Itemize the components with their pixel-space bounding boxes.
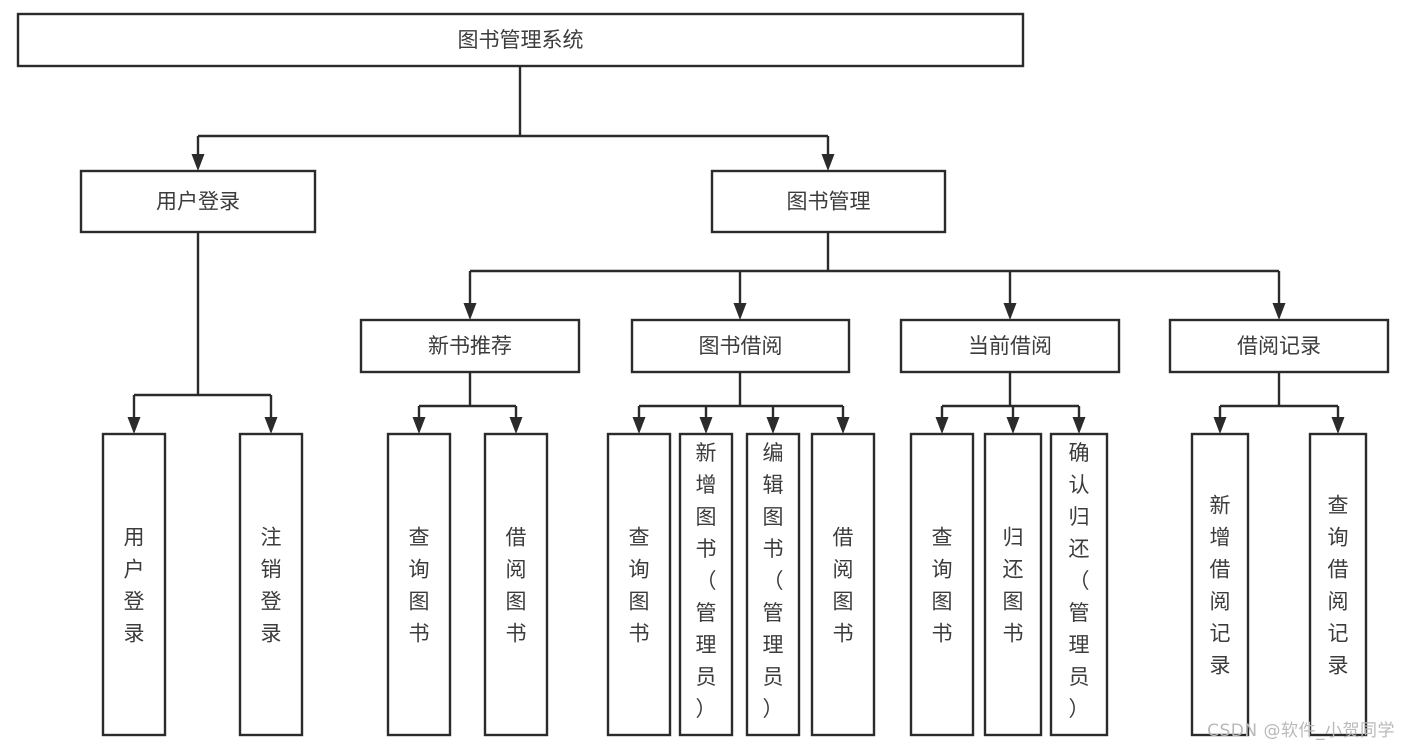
node-leaf-user-logout[interactable]: 注销登录 [238, 432, 304, 737]
node-root[interactable]: 图书管理系统 [16, 12, 1025, 68]
connector-layer [127, 66, 1345, 434]
node-layer: 图书管理系统用户登录图书管理新书推荐图书借阅当前借阅借阅记录用户登录注销登录查询… [16, 12, 1390, 737]
node-leaf-return-book[interactable]: 归还图书 [983, 432, 1043, 737]
node-leaf-query-borrow-record-label: 查询借阅记录 [1328, 494, 1349, 678]
node-borrow-record-label: 借阅记录 [1237, 334, 1321, 358]
node-root-label: 图书管理系统 [458, 28, 584, 52]
node-leaf-borrow-book-rect[interactable] [810, 432, 876, 737]
level3-drop-0-arrowhead [463, 303, 477, 320]
book-borrow-drop-2-arrowhead [766, 417, 780, 434]
node-book-borrow[interactable]: 图书借阅 [630, 318, 851, 374]
node-leaf-borrow-book-rec-rect[interactable] [483, 432, 549, 737]
level2-drop-0-arrowhead [191, 154, 205, 171]
node-leaf-borrow-book-rec-label: 借阅图书 [506, 526, 527, 646]
node-leaf-borrow-book-label: 借阅图书 [833, 526, 854, 646]
book-borrow-drop-0-arrowhead [632, 417, 646, 434]
node-leaf-query-book-current-rect[interactable] [909, 432, 975, 737]
level3-drop-2-arrowhead [1003, 303, 1017, 320]
node-leaf-query-book-rec-label: 查询图书 [409, 526, 430, 646]
node-leaf-confirm-return[interactable]: 确认归还（管理员） [1049, 432, 1109, 737]
csdn-watermark: CSDN @软件_小贺同学 [1207, 721, 1395, 741]
node-leaf-add-borrow-record-label: 新增借阅记录 [1210, 494, 1231, 678]
current-borrow-drop-0-arrowhead [935, 417, 949, 434]
book-borrow-drop-1-arrowhead [699, 417, 713, 434]
level2-drop-1-arrowhead [821, 154, 835, 171]
node-book-borrow-label: 图书借阅 [699, 334, 783, 358]
node-user-login[interactable]: 用户登录 [79, 169, 317, 234]
node-leaf-query-borrow-record[interactable]: 查询借阅记录 [1308, 432, 1368, 737]
node-leaf-confirm-return-label: 确认归还（管理员） [1069, 441, 1090, 721]
node-current-borrow[interactable]: 当前借阅 [899, 318, 1121, 374]
node-leaf-query-book-rec-rect[interactable] [386, 432, 452, 737]
level3-drop-1-arrowhead [733, 303, 747, 320]
node-book-borrow-rect[interactable] [630, 318, 851, 374]
node-new-book-rec[interactable]: 新书推荐 [359, 318, 581, 374]
borrow-record-drop-0-arrowhead [1213, 417, 1227, 434]
node-leaf-borrow-book[interactable]: 借阅图书 [810, 432, 876, 737]
node-leaf-query-book-borrow-rect[interactable] [606, 432, 672, 737]
node-user-login-label: 用户登录 [156, 190, 240, 214]
node-leaf-edit-book[interactable]: 编辑图书（管理员） [745, 432, 801, 737]
node-leaf-add-borrow-record-rect[interactable] [1190, 432, 1250, 737]
current-borrow-drop-2-arrowhead [1072, 417, 1086, 434]
node-leaf-add-book-label: 新增图书（管理员） [696, 441, 717, 721]
node-root-rect[interactable] [16, 12, 1025, 68]
borrow-record-drop-1-arrowhead [1331, 417, 1345, 434]
book-borrow-drop-3-arrowhead [836, 417, 850, 434]
node-leaf-add-book-rect[interactable] [678, 432, 734, 737]
node-leaf-query-book-current[interactable]: 查询图书 [909, 432, 975, 737]
node-leaf-borrow-book-rec[interactable]: 借阅图书 [483, 432, 549, 737]
node-user-login-rect[interactable] [79, 169, 317, 234]
node-leaf-edit-book-rect[interactable] [745, 432, 801, 737]
node-leaf-query-borrow-record-rect[interactable] [1308, 432, 1368, 737]
current-borrow-drop-1-arrowhead [1006, 417, 1020, 434]
node-leaf-user-login[interactable]: 用户登录 [101, 432, 167, 737]
node-new-book-rec-rect[interactable] [359, 318, 581, 374]
node-borrow-record-rect[interactable] [1168, 318, 1390, 374]
node-leaf-query-book-borrow-label: 查询图书 [629, 526, 650, 646]
node-leaf-edit-book-label: 编辑图书（管理员） [763, 441, 784, 721]
node-leaf-return-book-rect[interactable] [983, 432, 1043, 737]
new-book-rec-drop-1-arrowhead [509, 417, 523, 434]
node-leaf-query-book-current-label: 查询图书 [932, 526, 953, 646]
level3-drop-3-arrowhead [1272, 303, 1286, 320]
node-new-book-rec-label: 新书推荐 [428, 334, 512, 358]
node-book-manage[interactable]: 图书管理 [710, 169, 947, 234]
user-login-drop-1-arrowhead [264, 417, 278, 434]
node-book-manage-label: 图书管理 [787, 190, 871, 214]
node-leaf-confirm-return-rect[interactable] [1049, 432, 1109, 737]
node-current-borrow-rect[interactable] [899, 318, 1121, 374]
node-leaf-user-logout-label: 注销登录 [261, 526, 282, 646]
node-leaf-user-login-label: 用户登录 [124, 526, 145, 646]
node-leaf-user-logout-rect[interactable] [238, 432, 304, 737]
node-leaf-return-book-label: 归还图书 [1003, 526, 1024, 646]
node-leaf-user-login-rect[interactable] [101, 432, 167, 737]
node-leaf-add-borrow-record[interactable]: 新增借阅记录 [1190, 432, 1250, 737]
node-leaf-query-book-borrow[interactable]: 查询图书 [606, 432, 672, 737]
node-leaf-add-book[interactable]: 新增图书（管理员） [678, 432, 734, 737]
node-leaf-query-book-rec[interactable]: 查询图书 [386, 432, 452, 737]
new-book-rec-drop-0-arrowhead [412, 417, 426, 434]
user-login-drop-0-arrowhead [127, 417, 141, 434]
node-current-borrow-label: 当前借阅 [968, 334, 1052, 358]
node-book-manage-rect[interactable] [710, 169, 947, 234]
node-borrow-record[interactable]: 借阅记录 [1168, 318, 1390, 374]
